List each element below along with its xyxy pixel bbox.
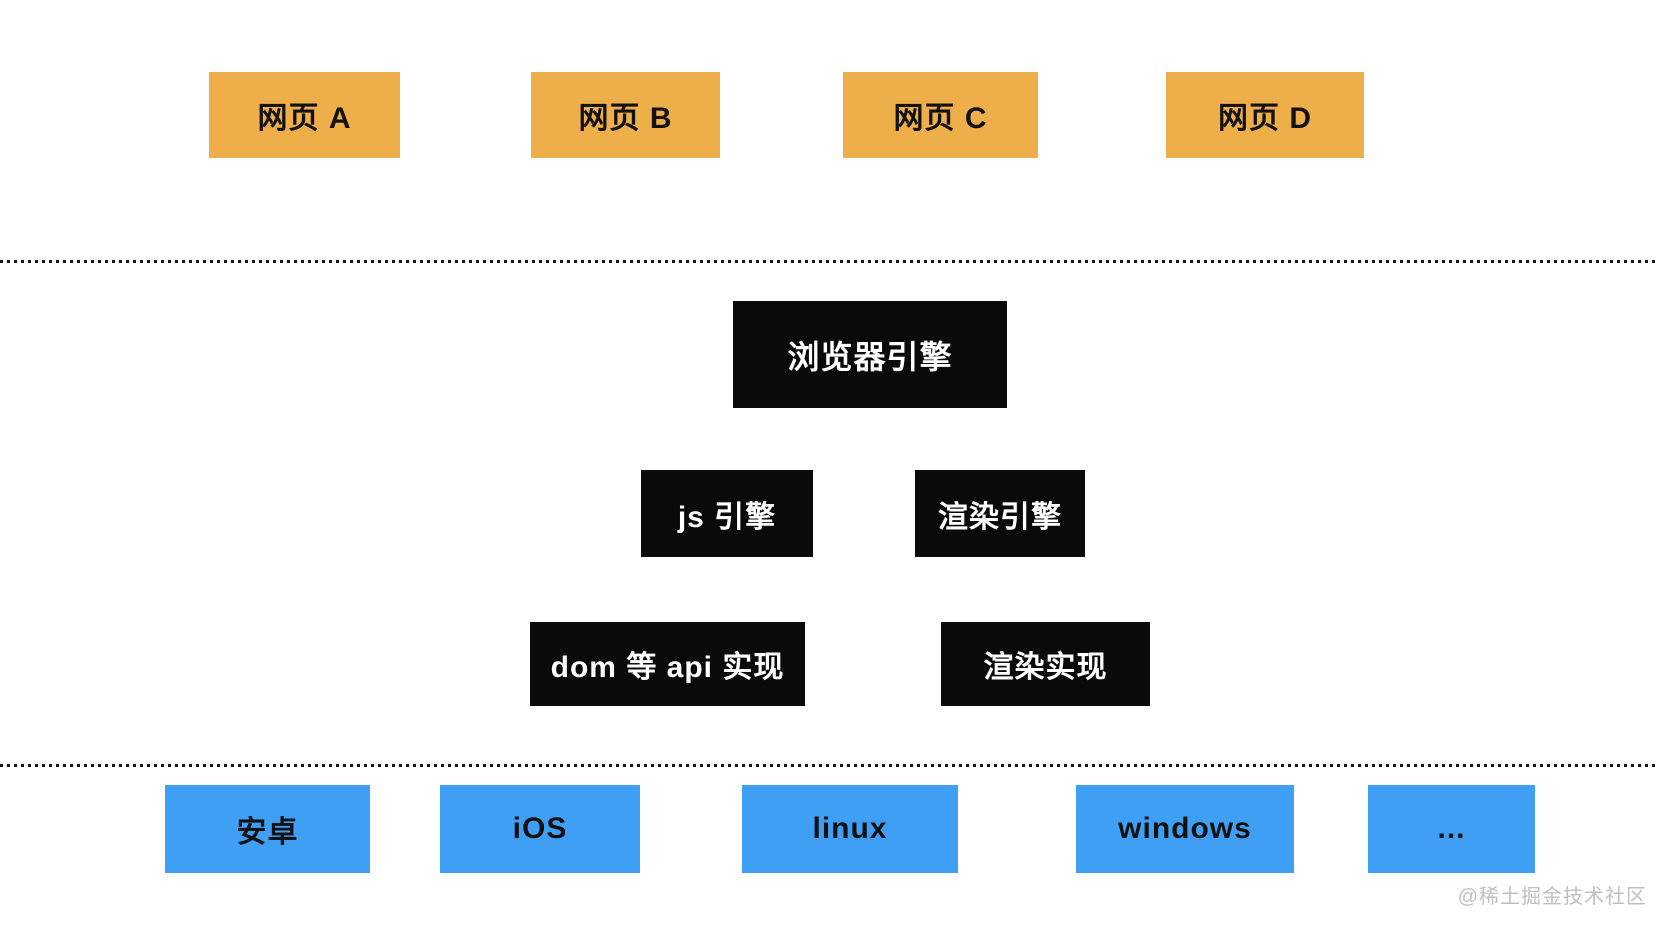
render-implementation-box: 渲染实现 xyxy=(941,622,1150,706)
layer-divider-bottom xyxy=(0,764,1656,767)
browser-engine-box: 浏览器引擎 xyxy=(733,301,1007,408)
platform-android-box: 安卓 xyxy=(165,785,370,873)
platform-windows-box: windows xyxy=(1076,785,1294,873)
dom-api-implementation-box: dom 等 api 实现 xyxy=(530,622,805,706)
webpage-c-box: 网页 C xyxy=(843,72,1038,158)
layer-divider-top xyxy=(0,260,1656,263)
js-engine-box: js 引擎 xyxy=(641,470,813,557)
juejin-watermark: @稀土掘金技术社区 xyxy=(1457,886,1647,908)
webpage-b-box: 网页 B xyxy=(531,72,720,158)
render-engine-box: 渲染引擎 xyxy=(915,470,1085,557)
webpage-d-box: 网页 D xyxy=(1166,72,1364,158)
platform-more-box: ... xyxy=(1368,785,1535,873)
platform-ios-box: iOS xyxy=(440,785,640,873)
platform-linux-box: linux xyxy=(742,785,958,873)
webpage-a-box: 网页 A xyxy=(209,72,400,158)
